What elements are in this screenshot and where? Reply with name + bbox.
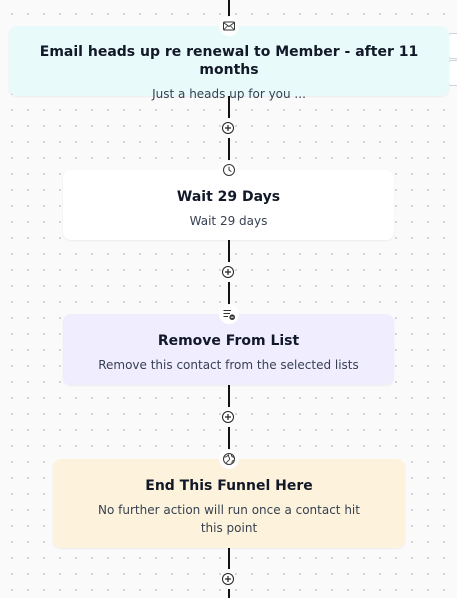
- email-icon: [219, 16, 239, 36]
- step-title: Wait 29 Days: [176, 189, 281, 205]
- connector-line: [228, 0, 230, 17]
- connector-line: [228, 427, 230, 455]
- connector-line: [228, 385, 230, 407]
- connector-line: [228, 96, 230, 118]
- step-description: Just a heads up for you ...: [152, 87, 306, 101]
- end-funnel-step-card[interactable]: End This Funnel Here No further action w…: [53, 449, 405, 548]
- add-step-button[interactable]: [222, 573, 234, 585]
- step-description: Remove this contact from the selected li…: [98, 358, 359, 372]
- plus-icon: [225, 576, 231, 582]
- step-title: Email heads up re renewal to Member - af…: [39, 44, 419, 78]
- plus-icon: [225, 414, 231, 420]
- connector-line: [228, 138, 230, 166]
- connector-line: [228, 282, 230, 310]
- step-description: No further action will run once a contac…: [98, 503, 360, 535]
- step-title: End This Funnel Here: [145, 478, 313, 494]
- step-description: Wait 29 days: [189, 214, 268, 228]
- connector-line: [228, 589, 230, 598]
- plus-icon: [225, 125, 231, 131]
- wait-step-card[interactable]: Wait 29 Days Wait 29 days: [63, 160, 394, 240]
- connector-line: [228, 240, 230, 262]
- side-panel-tab[interactable]: [448, 60, 457, 86]
- plus-icon: [225, 269, 231, 275]
- email-step-card[interactable]: Email heads up re renewal to Member - af…: [9, 16, 449, 101]
- globe-icon: [219, 449, 239, 469]
- step-title: Remove From List: [157, 333, 300, 349]
- add-step-button[interactable]: [222, 266, 234, 278]
- connector-line: [228, 548, 230, 569]
- clock-icon: [218, 160, 239, 180]
- side-panel-tab[interactable]: [448, 33, 457, 59]
- remove-from-list-step-card[interactable]: Remove From List Remove this contact fro…: [63, 304, 394, 385]
- add-step-button[interactable]: [222, 122, 234, 134]
- add-step-button[interactable]: [222, 411, 234, 423]
- list-remove-icon: [218, 304, 239, 324]
